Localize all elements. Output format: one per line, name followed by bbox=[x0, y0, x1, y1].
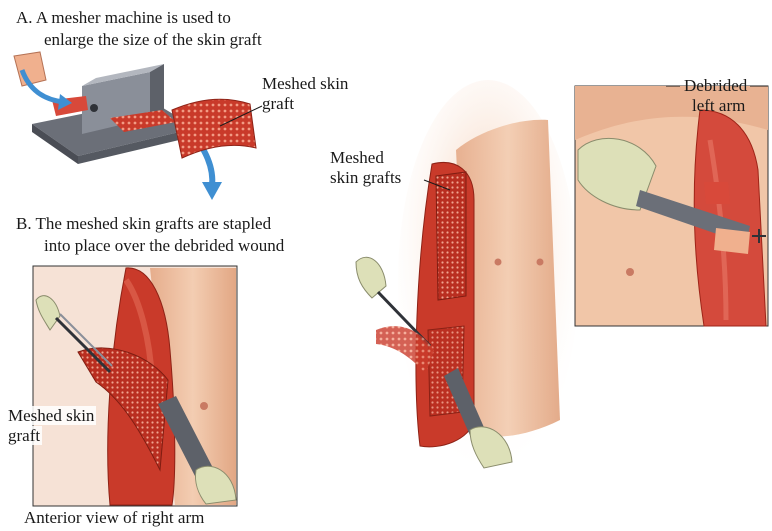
step-a-subtitle: enlarge the size of the skin graft bbox=[44, 30, 262, 49]
panel-a-graft-label-1: Meshed skin bbox=[262, 74, 348, 93]
inset-caption: Anterior view of right arm bbox=[24, 508, 204, 527]
step-a-title: A. A mesher machine is used to bbox=[16, 8, 231, 27]
right-panel-label-1: Debrided bbox=[684, 76, 747, 95]
step-b-subtitle: into place over the debrided wound bbox=[44, 236, 284, 255]
inset-graft-label-2: graft bbox=[6, 426, 42, 445]
center-figure bbox=[356, 80, 578, 480]
center-label-2: skin grafts bbox=[330, 168, 401, 187]
right-panel bbox=[575, 86, 768, 326]
mesher-machine-icon bbox=[14, 52, 196, 164]
meshed-graft-sheet bbox=[172, 99, 256, 158]
panel-a-graft-label-2: graft bbox=[262, 94, 294, 113]
inset-graft-label-1: Meshed skin bbox=[6, 406, 96, 425]
right-panel-label-2: left arm bbox=[692, 96, 745, 115]
inset-panel-b bbox=[33, 266, 237, 506]
step-b-title: B. The meshed skin grafts are stapled bbox=[16, 214, 271, 233]
center-label-1: Meshed bbox=[330, 148, 384, 167]
